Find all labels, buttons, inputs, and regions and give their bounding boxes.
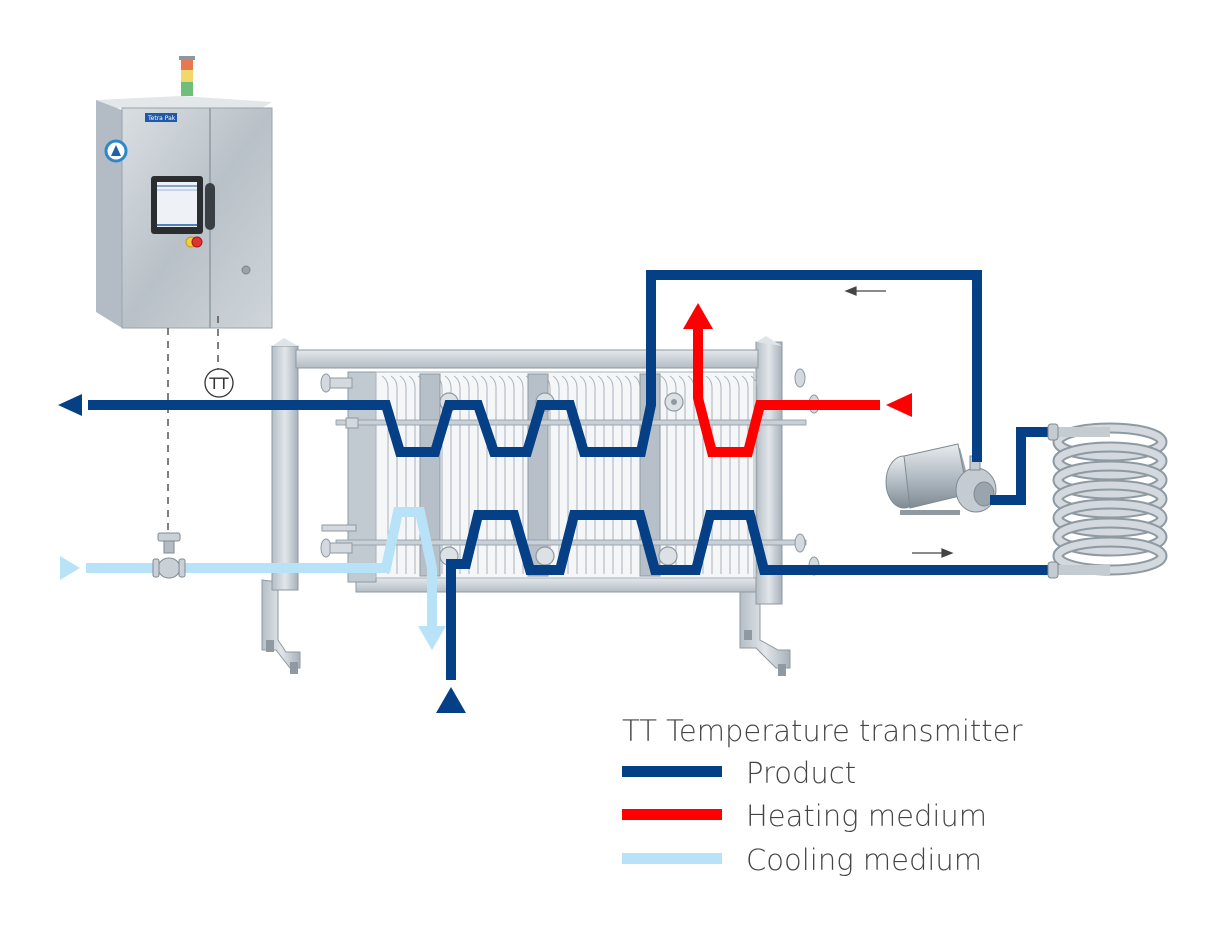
plate-line bbox=[732, 375, 740, 574]
coil-loop-highlight bbox=[1054, 519, 1166, 555]
flow-direction-arrows bbox=[844, 286, 954, 558]
plate-line bbox=[381, 375, 389, 574]
plate-line bbox=[399, 375, 407, 574]
signal-tower-icon bbox=[179, 56, 195, 96]
flow-arrow-left-icon bbox=[844, 286, 857, 296]
control-valve[interactable] bbox=[152, 532, 186, 579]
plate-line bbox=[489, 375, 497, 574]
plate-line bbox=[462, 375, 470, 574]
legend-label-cooling: Cooling medium bbox=[746, 843, 982, 877]
coil-loop-highlight bbox=[1054, 500, 1166, 536]
brand-label-text: Tetra Pak bbox=[147, 115, 176, 122]
plate-line bbox=[570, 375, 578, 574]
coil-loop-highlight bbox=[1054, 443, 1166, 479]
coil-loop-highlight bbox=[1054, 462, 1166, 498]
product-inlet-arrow-icon bbox=[436, 687, 466, 713]
coil-loop-highlight bbox=[1054, 481, 1166, 517]
plate-line bbox=[750, 375, 758, 574]
product-pipe-outlet bbox=[88, 270, 982, 462]
plate-line bbox=[741, 375, 749, 574]
plate-line bbox=[552, 375, 560, 574]
plate-line bbox=[516, 375, 524, 574]
centrifugal-pump bbox=[885, 443, 997, 515]
plate-line bbox=[408, 375, 416, 574]
plate-line bbox=[678, 375, 686, 574]
heating-inlet-arrow-icon bbox=[886, 393, 912, 417]
door-handle[interactable] bbox=[205, 183, 215, 230]
legend-label-heating: Heating medium bbox=[746, 799, 987, 833]
lock-icon bbox=[241, 265, 251, 275]
temperature-transmitter[interactable]: TT bbox=[204, 368, 234, 398]
plate-heat-exchanger bbox=[261, 336, 820, 676]
legend-swatch-heating bbox=[622, 809, 722, 820]
cooling-outlet-arrow-icon bbox=[418, 626, 446, 650]
tt-tag: TT bbox=[208, 374, 228, 393]
cooling-pipe bbox=[86, 507, 437, 626]
plate-line bbox=[597, 375, 605, 574]
signal-lines bbox=[167, 316, 219, 540]
plate-line bbox=[705, 375, 713, 574]
plate-line bbox=[507, 375, 515, 574]
plate-line bbox=[561, 375, 569, 574]
plate-line bbox=[714, 375, 722, 574]
plate-lines bbox=[381, 375, 758, 574]
plate-line bbox=[390, 375, 398, 574]
legend-heading: TT Temperature transmitter bbox=[622, 714, 1022, 748]
legend-swatch-product bbox=[622, 766, 722, 777]
heating-pipe bbox=[693, 328, 880, 457]
plate-line bbox=[480, 375, 488, 574]
holding-tube-coil bbox=[1052, 422, 1168, 576]
control-cabinet: Tetra Pak bbox=[96, 56, 273, 329]
plate-line bbox=[588, 375, 596, 574]
legend-swatch-cooling bbox=[622, 853, 722, 864]
product-pipe-pump-to-coil bbox=[990, 427, 1052, 505]
plate-line bbox=[579, 375, 587, 574]
plate-line bbox=[606, 375, 614, 574]
plate-line bbox=[444, 375, 452, 574]
product-outlet-arrow-icon bbox=[58, 394, 82, 416]
stop-button[interactable] bbox=[191, 236, 203, 248]
product-circuit bbox=[88, 270, 1052, 680]
cooling-circuit bbox=[86, 507, 437, 626]
plate-line bbox=[453, 375, 461, 574]
plate-line bbox=[669, 375, 677, 574]
plate-line bbox=[660, 375, 668, 574]
cooling-inlet-arrow-icon bbox=[60, 556, 80, 580]
plate-line bbox=[498, 375, 506, 574]
brand-label bbox=[145, 113, 177, 122]
plate-line bbox=[624, 375, 632, 574]
plate-line bbox=[615, 375, 623, 574]
plate-line bbox=[471, 375, 479, 574]
product-pipe-coil-return bbox=[446, 510, 1052, 680]
heating-circuit bbox=[693, 328, 880, 457]
legend: TT Temperature transmitter Product Heati… bbox=[622, 714, 1022, 877]
plate-line bbox=[723, 375, 731, 574]
heating-outlet-arrow-icon bbox=[683, 303, 713, 329]
flow-arrow-right-icon bbox=[941, 548, 954, 558]
legend-label-product: Product bbox=[746, 756, 856, 790]
